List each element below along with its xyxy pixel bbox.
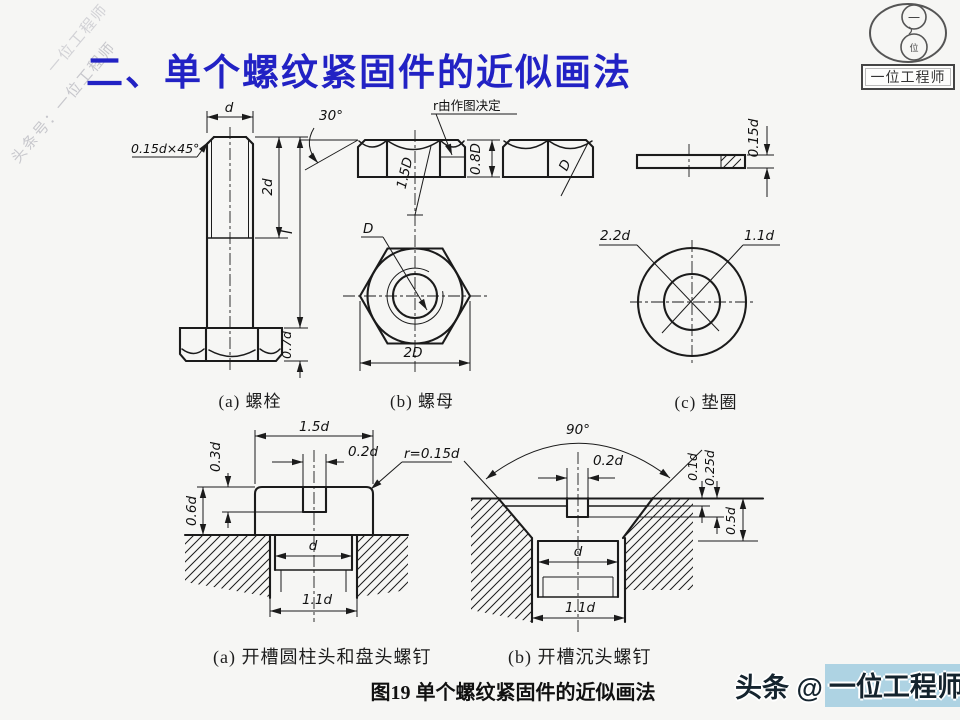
logo-bottom-char: 位 [909, 42, 918, 54]
logo-circle [869, 3, 947, 63]
dim-pan-head-height: 0.6d [184, 496, 200, 526]
washer-figure: 0.15d 2.2d 1.1d [599, 118, 780, 365]
dim-nut-chamfer-angle: 30° [319, 108, 343, 124]
branding-highlight: 一位工程师 [824, 663, 960, 707]
dim-csk-head-height: 0.5d [723, 507, 738, 535]
bolt-figure: d 0.15d×45° 2d l 0.7d [131, 100, 308, 378]
branding-prefix: 头条 @ [735, 672, 823, 703]
logo-circle-top [901, 4, 927, 30]
caption-nut: (b) 螺母 [389, 392, 455, 411]
caption-washer: (c) 垫圈 [674, 393, 738, 412]
pan-screw-figure: 1.5d 0.2d r=0.15d 0.3d 0.6d d 1.1d [183, 419, 460, 622]
logo-top-char: 一 [908, 11, 920, 25]
dim-washer-inner: 1.1d [744, 228, 774, 244]
dim-pan-slot-width: 0.2d [348, 444, 378, 460]
dim-washer-outer: 2.2d [600, 228, 630, 244]
page-title: 二、单个螺纹紧固件的近似画法 [86, 52, 632, 93]
dim-pan-slot-depth: 0.3d [208, 442, 224, 472]
note-nut-radius: r由作图决定 [433, 98, 501, 113]
dim-pan-head-width: 1.5d [299, 419, 329, 435]
dim-nut-width: 2D [404, 345, 423, 361]
dim-csk-slot-depth: 0.25d [702, 450, 717, 486]
dim-bolt-chamfer: 0.15d×45° [131, 141, 199, 156]
dim-bolt-thread-length: 2d [260, 178, 276, 196]
figure-caption: 图19 单个螺纹紧固件的近似画法 [370, 682, 656, 704]
dim-csk-angle: 90° [566, 422, 590, 438]
logo-circle-bottom [900, 33, 928, 61]
dim-nut-arc-radius: 1.5D [394, 156, 417, 191]
caption-pan-screw: (a) 开槽圆柱头和盘头螺钉 [213, 647, 432, 667]
dim-nut-side-radius: D [556, 157, 575, 173]
dim-nut-diameter: D [363, 221, 373, 237]
dim-nut-height: 0.8D [468, 143, 484, 175]
caption-csk-screw: (b) 开槽沉头螺钉 [508, 647, 652, 667]
dim-csk-diameter: d [574, 544, 583, 560]
logo-box-inner [865, 68, 951, 86]
dim-pan-fillet: r=0.15d [404, 446, 460, 462]
branding: 头条 @一位工程师 [735, 663, 960, 707]
engineer-logo: 一 位 一位工程师 [861, 3, 955, 90]
nut-figure: 30° r由作图决定 1.5D 0.8D D D [300, 98, 595, 372]
logo-label: 一位工程师 [871, 70, 946, 86]
dim-bolt-width: d [225, 100, 234, 116]
dim-bolt-length: l [278, 229, 296, 234]
csk-screw-figure: 90° 0.2d 0.1d 0.25d 0.5d [463, 422, 765, 632]
dim-csk-slot-width: 0.2d [593, 453, 623, 469]
logo-squiggle-icon [908, 26, 913, 35]
dim-bolt-head-height: 0.7d [279, 331, 294, 359]
dim-pan-diameter: d [309, 538, 318, 554]
logo-box [861, 64, 955, 90]
caption-bolt: (a) 螺栓 [218, 392, 282, 411]
dim-washer-thickness: 0.15d [746, 118, 762, 157]
dim-pan-hole: 1.1d [302, 592, 332, 608]
dim-csk-sink-depth: 0.1d [685, 453, 700, 481]
dim-csk-hole: 1.1d [565, 600, 595, 616]
